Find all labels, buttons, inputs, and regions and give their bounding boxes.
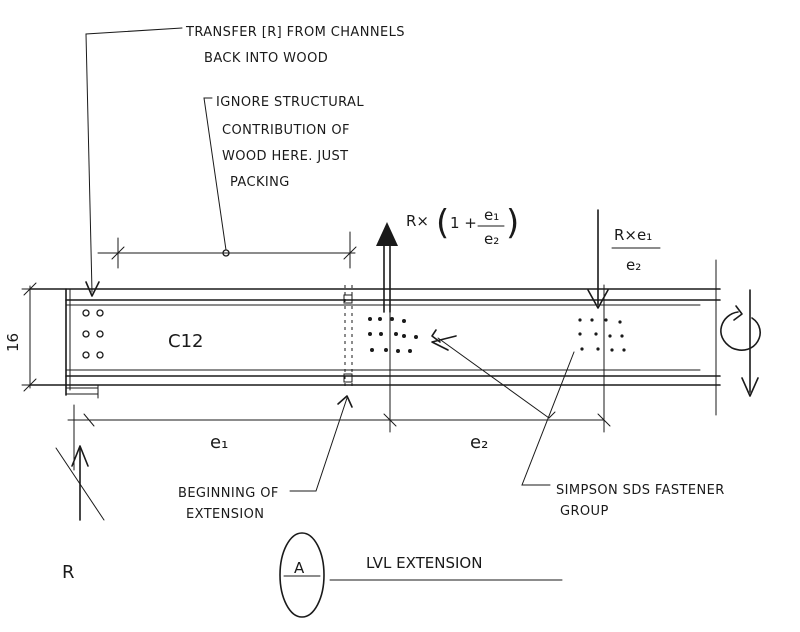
up-force-one: 1 + — [450, 214, 477, 232]
span-dimension — [67, 284, 611, 471]
up-force-numerator: e₁ — [484, 206, 499, 224]
beginning-note-line2: EXTENSION — [186, 507, 264, 522]
fastener-note-line2: GROUP — [560, 504, 609, 519]
ignore-note-line1: IGNORE STRUCTURAL — [216, 95, 364, 110]
title-text: LVL EXTENSION — [366, 554, 482, 572]
title-marker-letter: A — [294, 559, 305, 577]
up-force-prefix: R× — [406, 212, 429, 230]
transfer-leader — [85, 27, 183, 297]
up-force-paren-close: ) — [506, 203, 519, 243]
down-force-numerator: R×e₁ — [614, 226, 652, 244]
beginning-note-line1: BEGINNING OF — [178, 486, 279, 501]
beginning-leader — [289, 395, 353, 492]
fastener-leader — [431, 329, 575, 486]
fastener-note-line1: SIMPSON SDS FASTENER — [556, 483, 725, 498]
transfer-note-line2: BACK INTO WOOD — [204, 51, 328, 66]
beam-outline — [29, 259, 721, 416]
ignore-leader — [203, 97, 227, 251]
up-force-paren-open: ( — [436, 203, 449, 243]
upward-force-arrow — [376, 222, 398, 313]
moment-arrow — [720, 289, 761, 397]
reaction-label: R — [62, 562, 75, 583]
depth-dimension — [21, 282, 59, 392]
ignore-note-line2: CONTRIBUTION OF — [222, 123, 350, 138]
ignore-note-line3: WOOD HERE. JUST — [222, 149, 349, 164]
fastener-group-left — [368, 317, 418, 353]
e1-label: e₁ — [210, 432, 228, 453]
left-bolt-group — [82, 309, 104, 359]
depth-label: 16 — [4, 333, 22, 352]
reaction-arrow — [55, 445, 105, 521]
grade-label: C12 — [168, 331, 203, 352]
ignore-note-line4: PACKING — [230, 175, 290, 190]
packing-dimension — [97, 231, 357, 269]
up-force-denominator: e₂ — [484, 230, 499, 248]
fastener-group-right — [578, 318, 626, 352]
transfer-note-line1: TRANSFER [R] FROM CHANNELS — [185, 25, 405, 40]
title-marker — [279, 532, 563, 618]
fastener-pointer — [431, 335, 457, 351]
downward-force-arrow — [587, 209, 609, 309]
extension-joint — [343, 285, 353, 390]
e2-label: e₂ — [470, 432, 488, 453]
down-force-denominator: e₂ — [626, 256, 641, 274]
